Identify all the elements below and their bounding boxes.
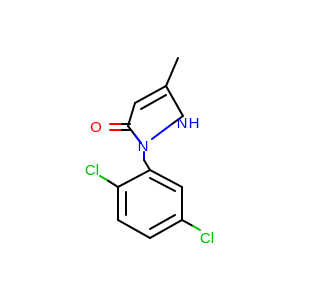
chlorine-right-label: Cl bbox=[200, 230, 214, 247]
pyrazolone-ring bbox=[109, 57, 184, 144]
bond-c3-c2 bbox=[127, 102, 136, 127]
bond-b6-b1-inner bbox=[149, 177, 176, 192]
bond-b2-cl-green bbox=[99, 175, 108, 181]
chemical-structure-diagram: O N N H Cl Cl bbox=[85, 57, 214, 247]
bond-b2-cl bbox=[106, 179, 119, 188]
bond-b1-b2 bbox=[117, 169, 151, 188]
bond-b4-b5 bbox=[149, 219, 183, 239]
bond-b5-cl bbox=[181, 219, 194, 227]
oxygen-label: O bbox=[90, 119, 102, 136]
bond-n1-n2 bbox=[151, 123, 173, 140]
bond-b6-b1 bbox=[149, 169, 183, 188]
bond-n1-aryl bbox=[143, 159, 151, 171]
structure-canvas: O N N H Cl Cl bbox=[84, 57, 215, 247]
bond-c5-methyl bbox=[165, 57, 179, 87]
hydrogen-label: H bbox=[189, 115, 200, 132]
nitrogen-h-label: N bbox=[177, 115, 188, 132]
bond-c3-c4-double bbox=[140, 94, 167, 110]
bond-c4-c5 bbox=[165, 85, 184, 117]
nitrogen-ring-label: N bbox=[138, 138, 149, 155]
bond-c3-c4 bbox=[134, 85, 167, 104]
bond-n2-c5-link bbox=[171, 115, 184, 125]
bond-b3-b4 bbox=[117, 219, 151, 239]
chlorine-top-label: Cl bbox=[85, 162, 99, 179]
bond-b5-cl-green bbox=[192, 225, 201, 231]
dichlorophenyl-ring bbox=[117, 169, 183, 239]
bond-c2-n1-blue bbox=[133, 133, 142, 144]
bond-b4-b5-inner bbox=[149, 214, 176, 230]
